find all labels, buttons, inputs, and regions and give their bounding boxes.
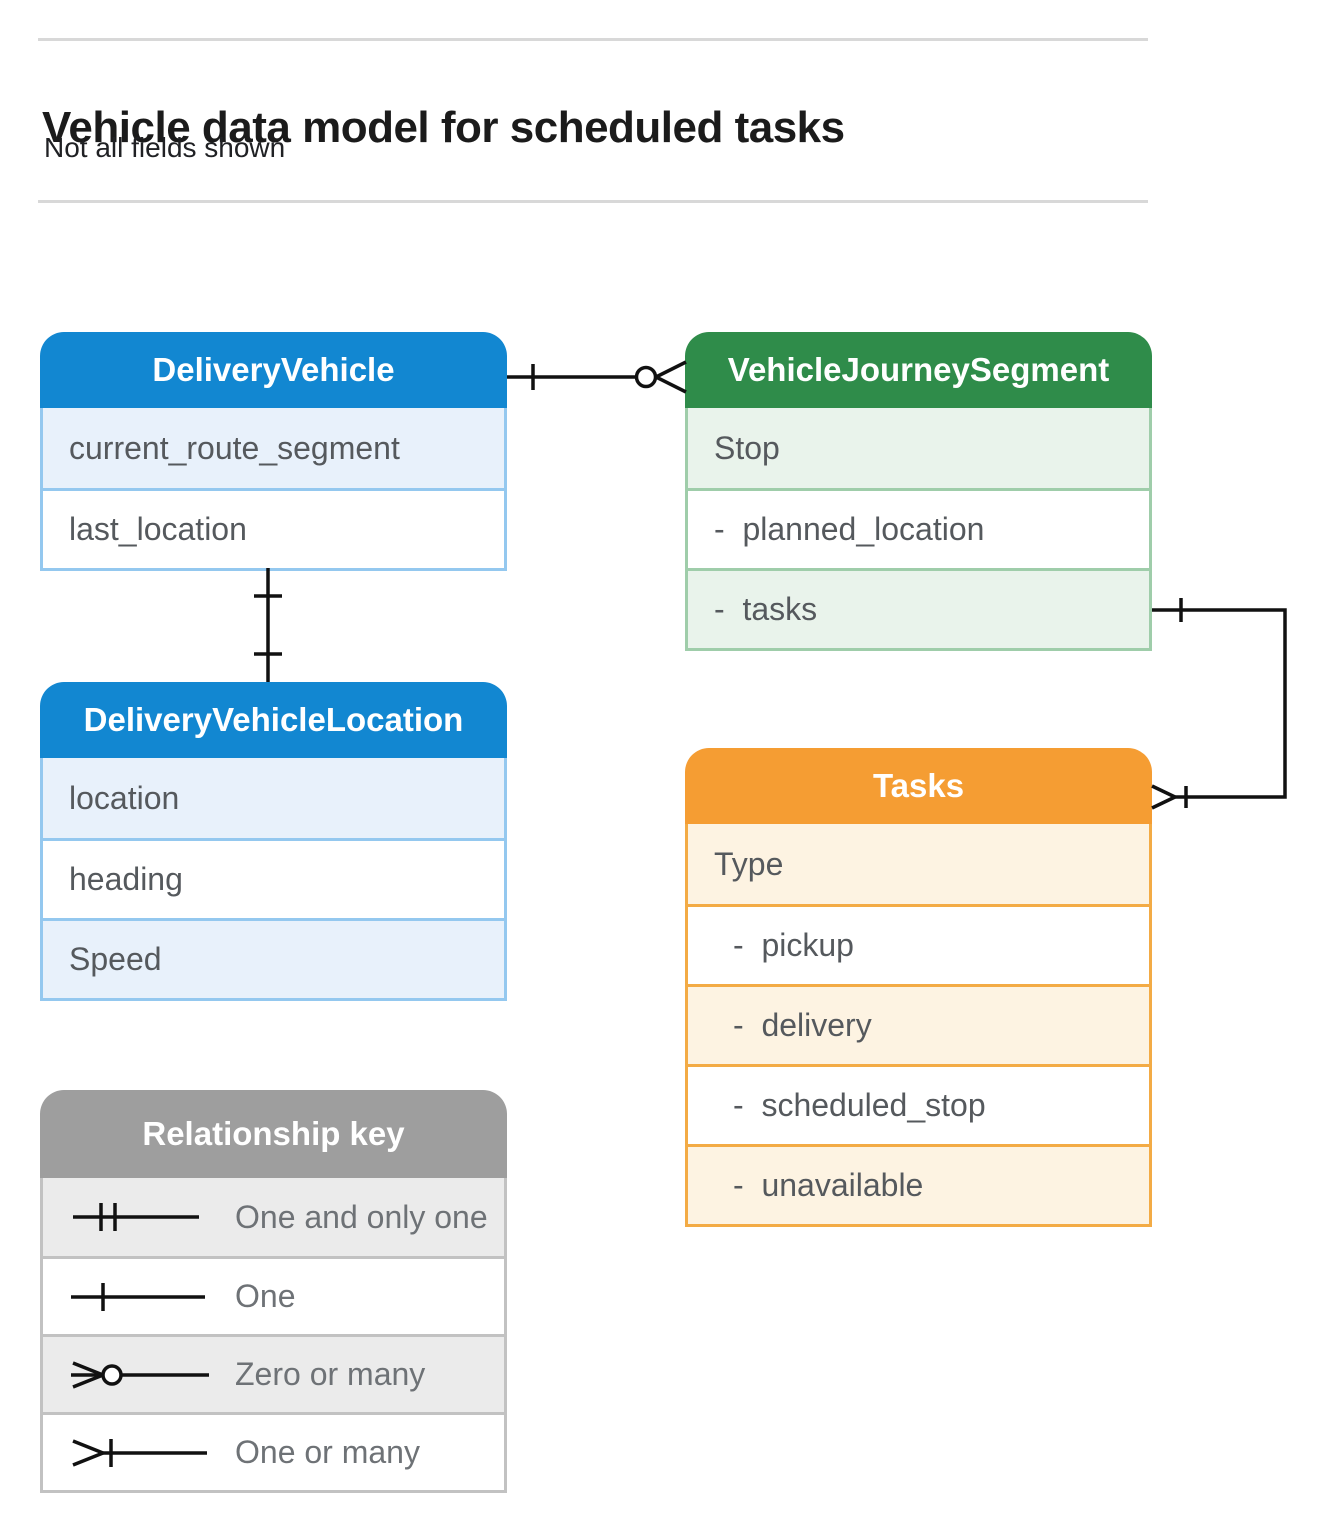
vehicle-journey-segment-row: Stop <box>688 408 1149 488</box>
row-label: - tasks <box>714 591 818 627</box>
connector-vehiclejourneysegment-tasks-to-tasks <box>1151 598 1287 810</box>
row-label: - scheduled_stop <box>733 1087 986 1123</box>
row-label: location <box>69 779 180 816</box>
row-label: - unavailable <box>733 1167 924 1203</box>
row-label: - delivery <box>733 1007 872 1043</box>
connector-deliveryvehicle-to-deliveryvehiclelocation <box>254 568 282 682</box>
delivery-vehicle-rows: current_route_segment last_location <box>40 408 507 571</box>
tasks-rows: Type - pickup - delivery - scheduled_stop - … <box>685 824 1152 1227</box>
row-label: Stop <box>714 429 780 466</box>
header-divider <box>38 200 1148 203</box>
row-label: heading <box>69 861 183 897</box>
tasks-title: Tasks <box>685 748 1152 824</box>
tasks-row: - pickup <box>688 904 1149 984</box>
row-label: - planned_location <box>714 511 985 547</box>
connector-deliveryvehicle-to-vehiclejourneysegment <box>507 360 687 394</box>
zero-or-many-icon <box>71 1360 209 1389</box>
relationship-key-row: One or many <box>43 1412 504 1490</box>
delivery-vehicle-location-row: Speed <box>43 918 504 998</box>
vehicle-journey-segment-rows: Stop - planned_location - tasks <box>685 408 1152 651</box>
top-divider <box>38 38 1148 41</box>
row-label: Speed <box>69 941 162 977</box>
vehicle-journey-segment-row: - tasks <box>688 568 1149 648</box>
page-subtitle: Not all fields shown <box>44 132 286 163</box>
row-label: One <box>235 1278 296 1314</box>
delivery-vehicle-location-title: DeliveryVehicleLocation <box>40 682 507 758</box>
relationship-key-row: Zero or many <box>43 1334 504 1412</box>
row-label: Type <box>714 845 784 882</box>
relationship-key-row: One <box>43 1256 504 1334</box>
delivery-vehicle-row: last_location <box>43 488 504 568</box>
row-label: One or many <box>235 1434 420 1470</box>
delivery-vehicle-title: DeliveryVehicle <box>40 332 507 408</box>
one-or-many-icon <box>72 1438 207 1467</box>
row-label: current_route_segment <box>69 429 400 466</box>
row-label: last_location <box>69 511 247 547</box>
vehicle-journey-segment-title: VehicleJourneySegment <box>685 332 1152 408</box>
one-and-only-one-icon <box>73 1203 199 1231</box>
relationship-key-row: One and only one <box>43 1178 504 1256</box>
tasks-row: - unavailable <box>688 1144 1149 1224</box>
row-label: - pickup <box>733 927 854 963</box>
delivery-vehicle-location-row: heading <box>43 838 504 918</box>
delivery-vehicle-row: current_route_segment <box>43 408 504 488</box>
row-label: Zero or many <box>235 1356 426 1392</box>
one-icon <box>71 1282 205 1311</box>
tasks-row: Type <box>688 824 1149 904</box>
tasks-row: - delivery <box>688 984 1149 1064</box>
relationship-key-title: Relationship key <box>40 1090 507 1178</box>
page-title: Vehicle data model for scheduled tasks <box>42 103 845 153</box>
row-label: One and only one <box>235 1198 488 1235</box>
tasks-row: - scheduled_stop <box>688 1064 1149 1144</box>
delivery-vehicle-location-row: location <box>43 758 504 838</box>
vehicle-journey-segment-row: - planned_location <box>688 488 1149 568</box>
